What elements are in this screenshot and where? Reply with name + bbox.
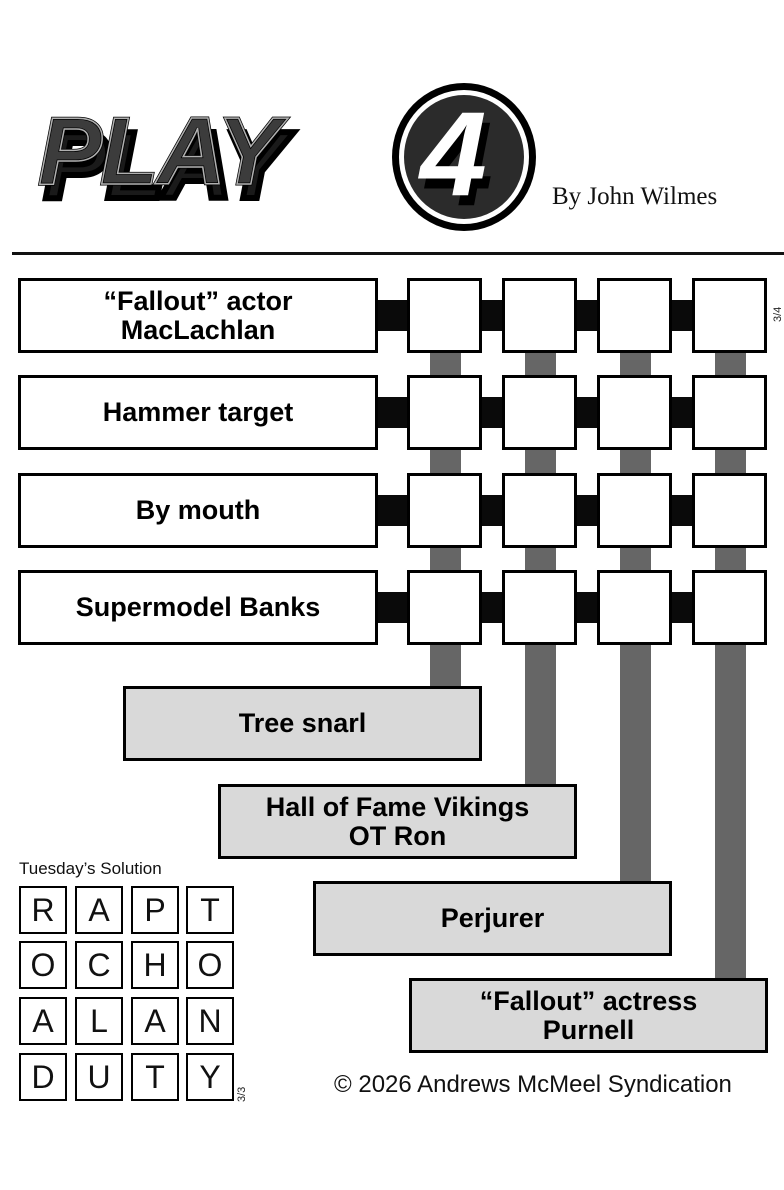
row-clue-3: By mouth bbox=[18, 473, 378, 548]
header-divider bbox=[12, 252, 784, 255]
svg-text:PLAY: PLAY bbox=[38, 98, 289, 205]
row-clue-4-text: Supermodel Banks bbox=[75, 592, 321, 622]
grid-cell-r4-c3[interactable] bbox=[597, 570, 672, 645]
grid-cell-r3-c4[interactable] bbox=[692, 473, 767, 548]
svg-text:PLAY: PLAY bbox=[44, 112, 295, 219]
row-clue-2: Hammer target bbox=[18, 375, 378, 450]
grid-cell-r2-c3[interactable] bbox=[597, 375, 672, 450]
solution-cell: A bbox=[131, 997, 179, 1045]
solution-cell: T bbox=[186, 886, 234, 934]
grid-cell-r1-c4[interactable] bbox=[692, 278, 767, 353]
row-clue-3-text: By mouth bbox=[135, 495, 261, 525]
column-clue-1-text: Tree snarl bbox=[238, 708, 367, 738]
column-clue-2-line2: OT Ron bbox=[348, 820, 447, 851]
solution-cell: R bbox=[19, 886, 67, 934]
byline: By John Wilmes bbox=[552, 183, 718, 210]
row-clue-1-line2: MacLachlan bbox=[120, 314, 276, 345]
column-clue-3: Perjurer bbox=[313, 881, 672, 956]
solution-cell: C bbox=[75, 941, 123, 989]
solution-cell: A bbox=[75, 886, 123, 934]
column-clue-1: Tree snarl bbox=[123, 686, 482, 761]
solution-date-mark: 3/3 bbox=[236, 1086, 248, 1102]
row-clue-1-line1: “Fallout” actor bbox=[103, 285, 293, 316]
column-clue-4-line1: “Fallout” actress bbox=[479, 985, 698, 1016]
column-clue-3-text: Perjurer bbox=[440, 903, 545, 933]
grid-cell-r4-c1[interactable] bbox=[407, 570, 482, 645]
grid-cell-r2-c4[interactable] bbox=[692, 375, 767, 450]
grid-cell-r2-c1[interactable] bbox=[407, 375, 482, 450]
solution-cell: D bbox=[19, 1053, 67, 1101]
grid-cell-r1-c3[interactable] bbox=[597, 278, 672, 353]
svg-text:4: 4 bbox=[424, 97, 493, 231]
svg-text:PLAY: PLAY bbox=[38, 98, 289, 205]
logo-number-badge: 4 4 bbox=[392, 83, 536, 231]
row-clue-4: Supermodel Banks bbox=[18, 570, 378, 645]
solution-cell: A bbox=[19, 997, 67, 1045]
solution-cell: N bbox=[186, 997, 234, 1045]
column-connector-4 bbox=[715, 350, 746, 980]
grid-cell-r1-c1[interactable] bbox=[407, 278, 482, 353]
grid-cell-r3-c3[interactable] bbox=[597, 473, 672, 548]
copyright: © 2026 Andrews McMeel Syndication bbox=[334, 1071, 732, 1098]
logo-word: PLAY PLAY bbox=[37, 97, 293, 207]
grid-cell-r1-c2[interactable] bbox=[502, 278, 577, 353]
grid-cell-r3-c2[interactable] bbox=[502, 473, 577, 548]
solution-cell: Y bbox=[186, 1053, 234, 1101]
row-clue-2-text: Hammer target bbox=[102, 397, 294, 427]
solution-cell: H bbox=[131, 941, 179, 989]
solution-title: Tuesday’s Solution bbox=[19, 859, 162, 878]
solution-cell: T bbox=[131, 1053, 179, 1101]
grid-cell-r4-c4[interactable] bbox=[692, 570, 767, 645]
solution-cell: O bbox=[186, 941, 234, 989]
solution-cell: L bbox=[75, 997, 123, 1045]
puzzle-date-mark: 3/4 bbox=[772, 306, 784, 322]
column-clue-2-line1: Hall of Fame Vikings bbox=[265, 791, 530, 822]
solution-cell: O bbox=[19, 941, 67, 989]
grid-cell-r2-c2[interactable] bbox=[502, 375, 577, 450]
svg-text:4: 4 bbox=[418, 87, 487, 221]
grid-cell-r3-c1[interactable] bbox=[407, 473, 482, 548]
logo-word-shadow: PLAY bbox=[41, 109, 300, 222]
grid-cell-r4-c2[interactable] bbox=[502, 570, 577, 645]
column-clue-4-line2: Purnell bbox=[542, 1014, 635, 1045]
solution-cell: P bbox=[131, 886, 179, 934]
play4-logo: PLAY PLAY PLAY 4 4 bbox=[37, 83, 536, 231]
solution-cell: U bbox=[75, 1053, 123, 1101]
